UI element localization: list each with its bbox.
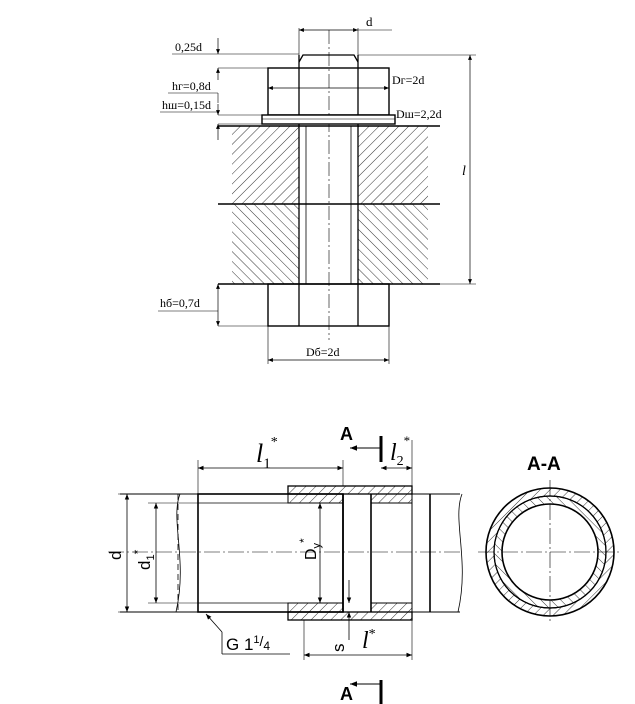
bolt-joint-drawing: d 0,25d hг=0,8d hш=0,15d Dг= [158,14,476,364]
label-l: l* [362,627,376,654]
plate-lower [232,204,428,284]
label-section-mark-bottom: A [340,684,353,704]
label-washer-diameter: Dш=2,2d [396,107,442,121]
label-l1: l1* [256,435,278,472]
dim-d: d [298,14,392,55]
dim-head-diameter: Dб=2d [267,326,390,364]
section-cut-a-top: A [340,424,383,462]
label-thread: G 11/4 [226,633,270,654]
section-cut-a-bottom: A [340,680,383,704]
dim-l2: l2* [381,433,413,486]
label-head-height: hб=0,7d [160,296,200,310]
dim-washer-diameter: Dш=2,2d [262,107,442,121]
dim-length: l [358,54,476,285]
left-pipe [197,493,344,613]
plate-upper [232,126,428,204]
label-head-diameter: Dб=2d [306,345,340,359]
dim-d1: d1* [131,502,198,604]
label-dy: Dy* [297,538,323,560]
nut [267,67,390,116]
label-d1: d1* [131,549,157,570]
label-d-outer: d [106,551,125,560]
dim-nut-height: hг=0,8d [168,79,262,116]
label-nut-top-offset: 0,25d [175,40,202,54]
right-pipe [342,494,431,612]
dim-l1: l1* [197,435,344,494]
label-nut-diameter: Dг=2d [392,73,424,87]
pipe-coupling-drawing: A A l1* l2* d [106,424,622,704]
dim-washer-height: hш=0,15d [160,98,262,140]
bolt-head [267,283,390,327]
thread-callout: G 11/4 [205,613,290,655]
section-a-a-view: A-A [478,454,622,624]
label-section-title: A-A [527,454,561,475]
bolt-shank [298,30,359,340]
washer [261,114,396,125]
dim-dy: Dy* [297,503,323,603]
dim-l: l* [303,620,413,660]
label-d: d [366,14,373,29]
label-l2: l2* [390,433,410,469]
label-length: l [462,164,466,179]
dim-s: s [329,580,352,653]
dim-nut-diameter: Dг=2d [268,73,424,90]
dim-d-outer: d [106,493,198,613]
label-nut-height: hг=0,8d [172,79,211,93]
dim-nut-top-offset: 0,25d [172,38,299,80]
label-section-mark-top: A [340,424,353,444]
label-s: s [329,644,348,653]
label-washer-height: hш=0,15d [162,98,211,112]
dim-head-height: hб=0,7d [158,284,268,327]
